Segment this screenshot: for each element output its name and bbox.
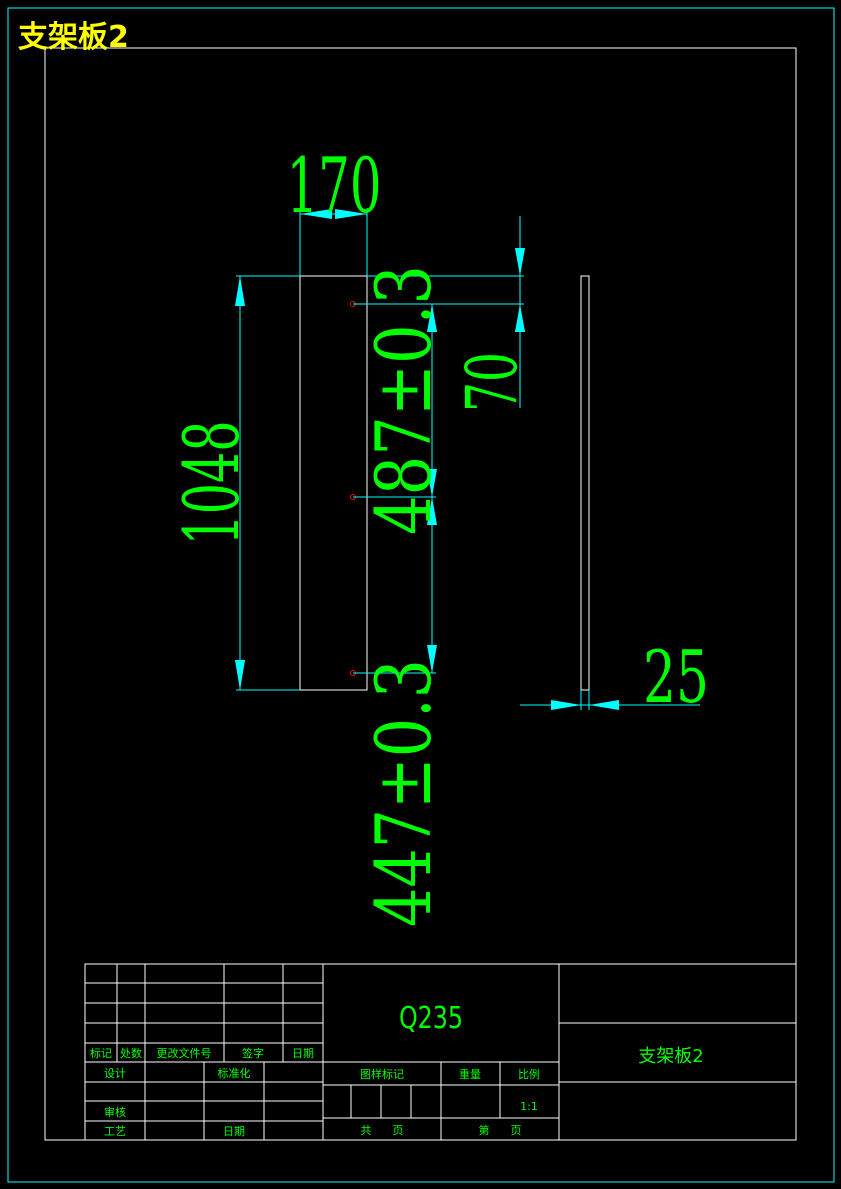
label-scale: 比例 [518, 1067, 540, 1081]
plate-side-view [580, 275, 590, 691]
drawing-title: 支架板2 [18, 20, 129, 55]
dim-text-487: 487±0.3 [359, 265, 448, 535]
label-weight: 重量 [459, 1067, 481, 1081]
rev-header-sign: 签字 [242, 1046, 264, 1060]
dim-text-70: 70 [451, 352, 533, 412]
label-sheet-no: 第 [479, 1123, 490, 1137]
inner-frame [44, 47, 797, 1141]
plate-front-view [299, 275, 368, 691]
dimension-lines [236, 208, 700, 710]
dim-text-width: 170 [287, 141, 382, 230]
label-sheet-unit: 页 [511, 1124, 522, 1137]
part-name-text: 支架板2 [638, 1046, 703, 1067]
dim-text-thickness: 25 [643, 635, 709, 719]
rev-header-mark: 标记 [90, 1046, 112, 1060]
label-total: 共 [361, 1124, 372, 1137]
label-drawing-mark: 图样标记 [360, 1067, 404, 1081]
hole-markers [350, 301, 356, 676]
label-design: 设计 [104, 1067, 126, 1080]
arrowheads [235, 209, 619, 710]
title-block-text: 标记 处数 更改文件号 签字 日期 设计 标准化 审核 工艺 日期 图样标记 重… [90, 1046, 540, 1138]
dim-text-447: 447±0.3 [359, 659, 448, 927]
rev-header-docno: 更改文件号 [157, 1046, 212, 1060]
dim-text-height: 1048 [167, 421, 256, 546]
label-total-unit: 页 [393, 1124, 404, 1137]
scale-value: 1:1 [520, 1100, 538, 1113]
label-standardize: 标准化 [218, 1066, 251, 1080]
label-date: 日期 [223, 1125, 245, 1138]
material-text: Q235 [399, 1001, 463, 1036]
title-block-grid [84, 963, 797, 1141]
rev-header-date: 日期 [292, 1047, 314, 1060]
rev-header-count: 处数 [120, 1047, 142, 1060]
outer-frame [7, 7, 835, 1183]
label-process: 工艺 [104, 1125, 126, 1138]
label-review: 审核 [104, 1105, 126, 1119]
